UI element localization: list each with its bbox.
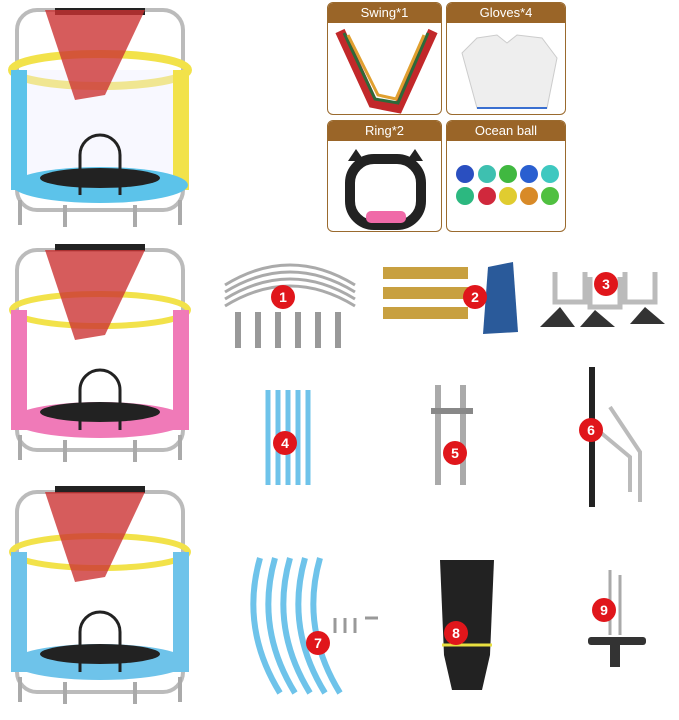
part-curved-poles: [250, 557, 378, 695]
gym-ring-icon: [345, 149, 426, 230]
accessory-ring: Ring*2: [327, 120, 442, 232]
accessory-ocean-ball: Ocean ball: [446, 120, 566, 232]
part-arc-tubes: [224, 263, 356, 348]
part-t-handle: [588, 570, 646, 667]
gloves-icon: [461, 34, 558, 109]
part-springs-mat: [383, 262, 518, 334]
accessory-gloves: Gloves*4: [446, 2, 566, 115]
part-number-badge: 6: [579, 418, 603, 442]
part-steel-posts: [431, 385, 473, 485]
part-safety-net: [440, 560, 494, 690]
part-number-badge: 5: [443, 441, 467, 465]
trampoline-blue: [5, 482, 195, 720]
accessory-label: Ocean ball: [447, 121, 565, 141]
trampoline-yellow: [5, 0, 195, 238]
hammock-swing-icon: [335, 28, 438, 114]
part-number-badge: 9: [592, 598, 616, 622]
accessory-label: Ring*2: [328, 121, 441, 141]
ocean-balls-icon: [456, 165, 559, 205]
part-number-badge: 8: [444, 621, 468, 645]
part-number-badge: 3: [594, 272, 618, 296]
part-number-badge: 1: [271, 285, 295, 309]
trampoline-pink: [5, 240, 195, 478]
part-number-badge: 7: [306, 631, 330, 655]
part-number-badge: 2: [463, 285, 487, 309]
part-number-badge: 4: [273, 431, 297, 455]
accessory-swing: Swing*1: [327, 2, 442, 115]
accessory-label: Swing*1: [328, 3, 441, 23]
accessory-label: Gloves*4: [447, 3, 565, 23]
part-u-legs: [540, 272, 665, 327]
